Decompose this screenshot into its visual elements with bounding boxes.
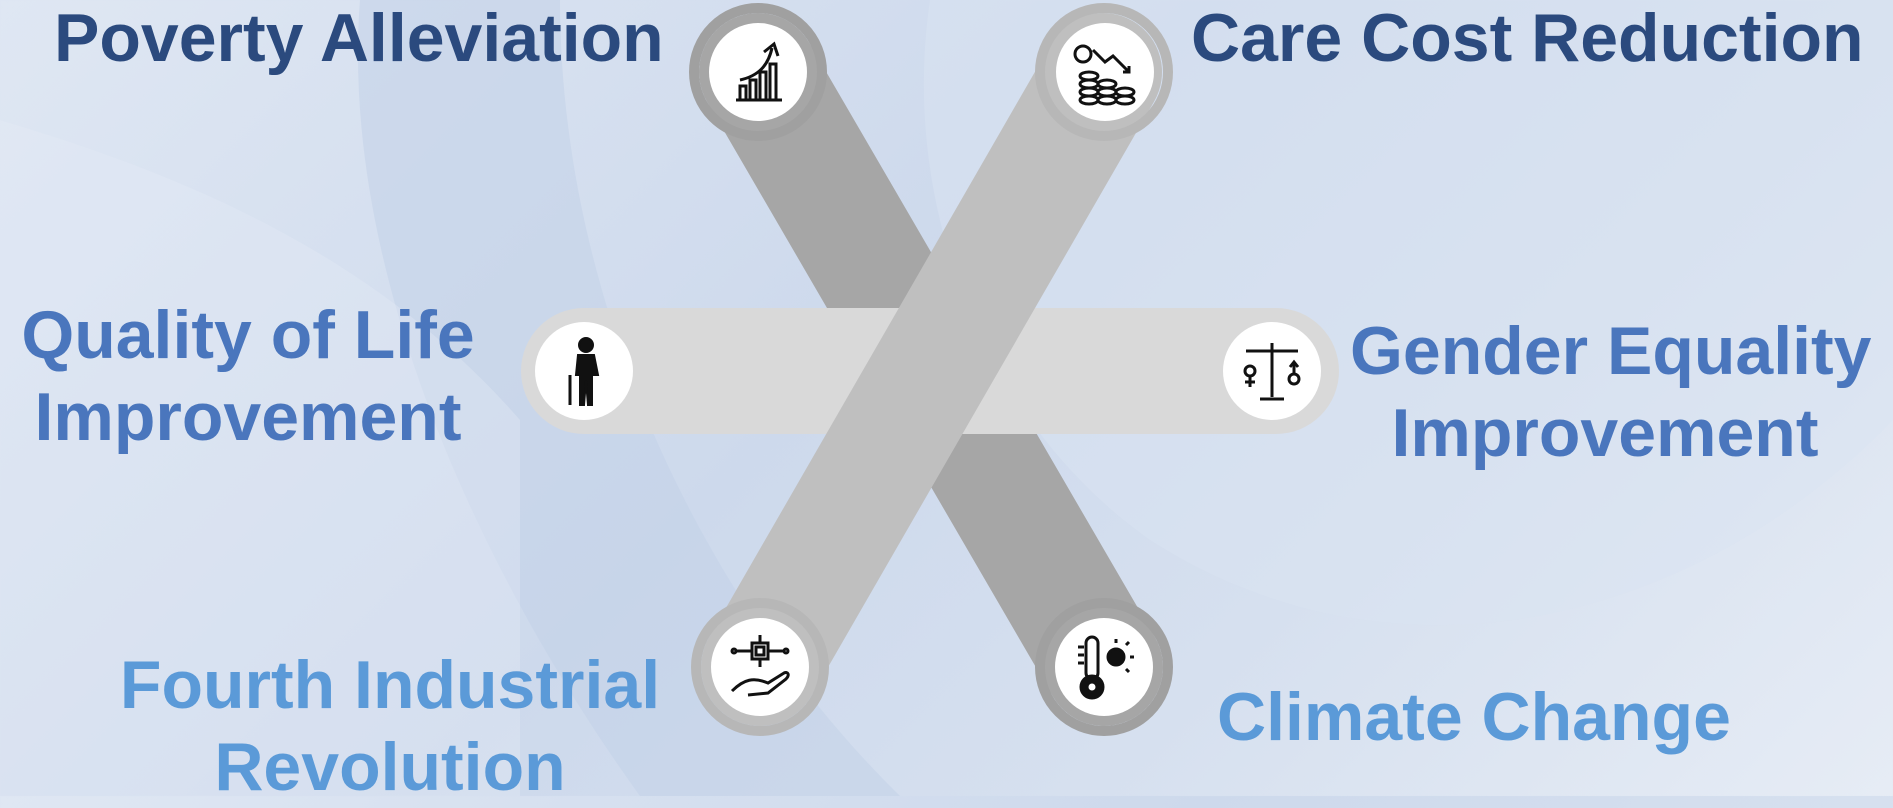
label-gender-line1: Gender Equality — [1350, 313, 1872, 389]
elderly-person-icon — [535, 322, 633, 420]
label-gender-line2: Improvement — [1391, 395, 1819, 471]
label-fourth-industrial-revolution: Fourth Industrial Revolution — [100, 644, 680, 808]
label-climate-change: Climate Change — [1217, 679, 1731, 755]
tech-hand-icon — [711, 618, 809, 716]
label-quality-line1: Quality of Life — [21, 297, 475, 373]
growth-chart-icon — [709, 23, 807, 121]
gender-scale-icon — [1223, 322, 1321, 420]
label-care-cost-reduction: Care Cost Reduction — [1191, 0, 1864, 76]
petal-care-industrial — [701, 13, 1162, 726]
label-poverty-alleviation: Poverty Alleviation — [54, 0, 664, 76]
label-quality-line2: Improvement — [34, 379, 462, 455]
label-quality-of-life: Quality of Life Improvement — [8, 294, 488, 458]
thermometer-sun-icon — [1055, 618, 1153, 716]
label-industrial-line1: Fourth Industrial — [119, 647, 661, 723]
declining-coins-icon — [1056, 23, 1154, 121]
label-industrial-line2: Revolution — [214, 729, 566, 805]
label-gender-equality: Gender Equality Improvement — [1350, 310, 1872, 474]
